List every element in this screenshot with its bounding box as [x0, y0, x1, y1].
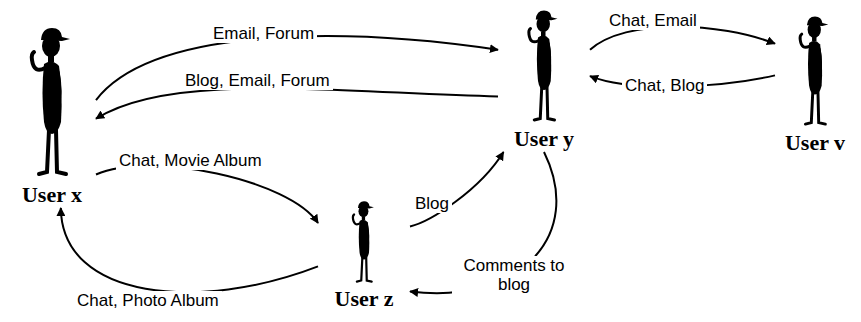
message-arrow	[410, 152, 504, 227]
edge-label: Blog	[412, 194, 452, 213]
edge-label: Comments to blog	[452, 256, 576, 294]
edge-label: Blog, Email, Forum	[182, 71, 333, 90]
user-label: User y	[498, 126, 590, 152]
edge-label: Chat, Movie Album	[116, 151, 265, 170]
user-node: User v	[775, 12, 855, 156]
user-node: User z	[318, 198, 410, 312]
user-label: User x	[8, 182, 96, 208]
message-arrow	[590, 27, 775, 50]
message-arrow	[96, 166, 318, 223]
person-figure	[22, 22, 82, 182]
user-node: User x	[8, 22, 96, 208]
person-figure	[791, 12, 839, 130]
message-arrow	[61, 208, 318, 292]
edge-label: Chat, Photo Album	[74, 291, 222, 310]
person-figure	[520, 6, 568, 126]
person-figure	[344, 198, 384, 286]
edge-label: Chat, Blog	[622, 76, 707, 95]
edge-label: Email, Forum	[210, 24, 317, 43]
edge-label: Chat, Email	[606, 11, 700, 30]
user-label: User v	[775, 130, 855, 156]
user-label: User z	[318, 286, 410, 312]
message-arrow	[96, 88, 498, 118]
message-arrow	[96, 36, 498, 100]
user-node: User y	[498, 6, 590, 152]
